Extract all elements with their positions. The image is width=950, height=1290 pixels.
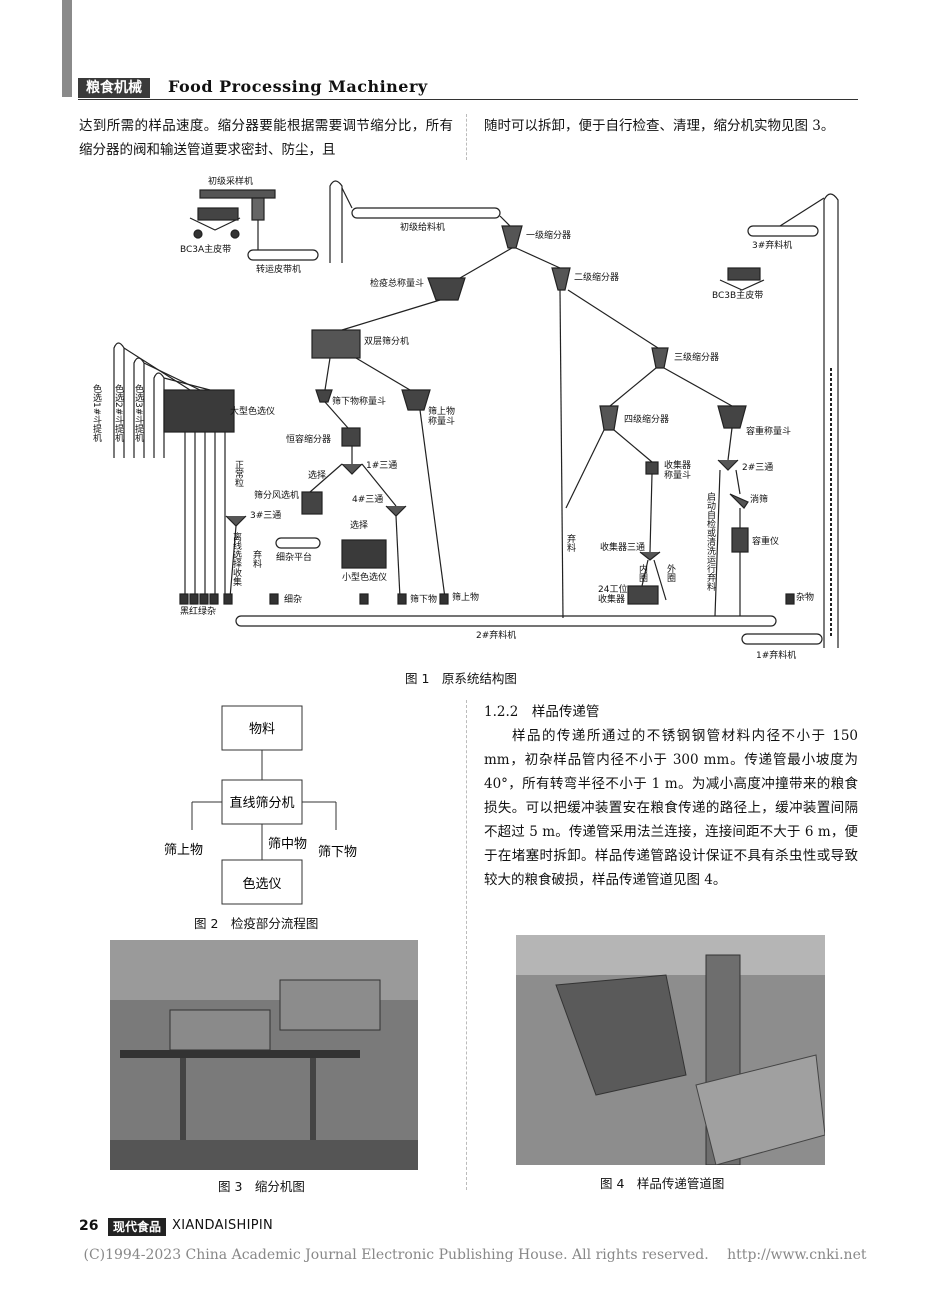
label-div2: 二级缩分器 [574,271,619,283]
journal-name-cn: 现代食品 [108,1218,167,1236]
label-screen-air-sorter: 筛分风选机 [254,489,299,501]
figure2-caption: 图 2 检疫部分流程图 [194,916,319,931]
node-over: 筛上物 [164,843,203,858]
label-outer: 外圈 [665,563,676,583]
system-diagram: 初级采样机 BC3A主皮带 转运皮带机 初级给料机 一级缩分器 二级缩分器 三级… [91,175,839,661]
label-impurity: 杂物 [796,591,814,603]
label-quarantine-hopper: 检疫总称量斗 [370,277,424,289]
label-reject1: 1#弃料机 [756,649,796,661]
divider-machine-photo [110,940,418,1170]
label-reject-a: 弃料 [251,549,262,569]
label-black-red-green: 黑红绿杂 [180,605,216,617]
label-tee4: 4#三通 [352,494,383,505]
label-start-self-check: 启动自检或清洗运行弃料 [705,491,716,592]
label-over-hopper-2: 称量斗 [428,415,455,427]
node-middle: 筛中物 [268,837,307,852]
label-constant-divider: 恒容缩分器 [286,433,331,445]
label-small-sorter: 小型色选仪 [342,571,387,583]
label-tee3: 3#三通 [250,510,281,521]
label-collector-hopper-1: 收集器 [664,459,691,471]
section-body: 样品的传递所通过的不锈钢钢管材料内径不小于 150 mm，初杂样品管内径不小于 … [484,728,858,888]
page-number: 26 [79,1218,99,1234]
label-fine-platform: 细杂平台 [276,551,312,563]
copyright-line: (C)1994-2023 China Academic Journal Elec… [83,1247,867,1263]
column-divider [466,114,467,160]
node-sorter: 色选仪 [242,876,281,892]
label-collector24-1: 24工位 [598,583,627,595]
node-linear-screen: 直线筛分机 [229,796,294,811]
bc3a-load [197,207,239,221]
label-elevator3: 色选3#斗提机 [133,383,144,443]
header-rule [78,99,858,100]
label-density-meter: 容重仪 [752,535,779,547]
node-under: 筛下物 [318,845,357,860]
label-div1: 一级缩分器 [526,229,571,241]
sample-pipe-photo [516,935,825,1165]
label-bc3b: BC3B主皮带 [712,289,763,301]
section-heading: 1.2.2 样品传递管 [484,704,600,720]
figure3-caption: 图 3 缩分机图 [218,1179,305,1194]
label-fine-impurity: 细杂 [284,593,302,605]
column-divider-lower [466,700,467,1190]
journal-name-en: XIANDAISHIPIN [172,1218,274,1233]
label-inner: 内圈 [637,563,648,583]
label-under-hopper: 筛下物称量斗 [332,395,386,407]
right-paragraph: 随时可以拆卸，便于自行检查、清理，缩分机实物见图 3。 [484,118,835,134]
label-primary-sampler: 初级采样机 [208,175,253,187]
section-tag: 粮食机械 [78,78,150,98]
figure1-caption: 图 1 原系统结构图 [405,671,517,686]
label-div4: 四级缩分器 [624,413,669,425]
label-tee2: 2#三通 [742,462,773,473]
running-title: Food Processing Machinery [168,77,428,96]
figure4-caption: 图 4 样品传递管道图 [600,1176,725,1191]
quarantine-flowchart: 物料 直线筛分机 色选仪 筛上物 筛中物 筛下物 [164,705,357,905]
label-reject3: 3#弃料机 [752,239,792,251]
label-elevator2: 色选2#斗提机 [113,383,124,443]
label-constant-hopper: 容重称量斗 [746,425,791,437]
label-elevator1: 色选1#斗提机 [91,383,102,443]
sampler-beam [199,189,276,199]
label-double-screen: 双层筛分机 [364,335,409,347]
bc3a-belt-shape [189,217,241,231]
label-big-sorter: 大型色选仪 [230,405,275,417]
left-paragraph: 达到所需的样品速度。缩分器要能根据需要调节缩分比，所有缩分器的阀和输送管道要求密… [79,118,453,158]
label-select-2: 选择 [350,519,368,531]
label-offline: 离线选择收集 [231,531,242,587]
label-select-1: 选择 [308,469,326,481]
label-collector-hopper-2: 称量斗 [664,469,691,481]
label-normal-grain: 正常粒 [233,460,244,488]
label-over-material: 筛上物 [452,591,479,603]
label-div3: 三级缩分器 [674,351,719,363]
label-collector24-2: 收集器 [598,593,625,605]
label-bc3a: BC3A主皮带 [180,243,231,255]
sampler-body [251,197,265,221]
label-primary-feeder: 初级给料机 [400,221,445,233]
label-transfer-belt: 转运皮带机 [256,263,301,275]
margin-bar [62,0,72,97]
label-reject2: 2#弃料机 [476,629,516,641]
label-over-hopper-1: 筛上物 [428,405,455,417]
label-collector-tee: 收集器三通 [600,541,645,553]
label-under-material: 筛下物 [410,593,437,605]
label-tee1: 1#三通 [366,460,397,471]
node-material: 物料 [249,722,275,737]
label-reject-b: 弃料 [565,533,576,553]
label-chute: 淌筛 [750,493,768,505]
